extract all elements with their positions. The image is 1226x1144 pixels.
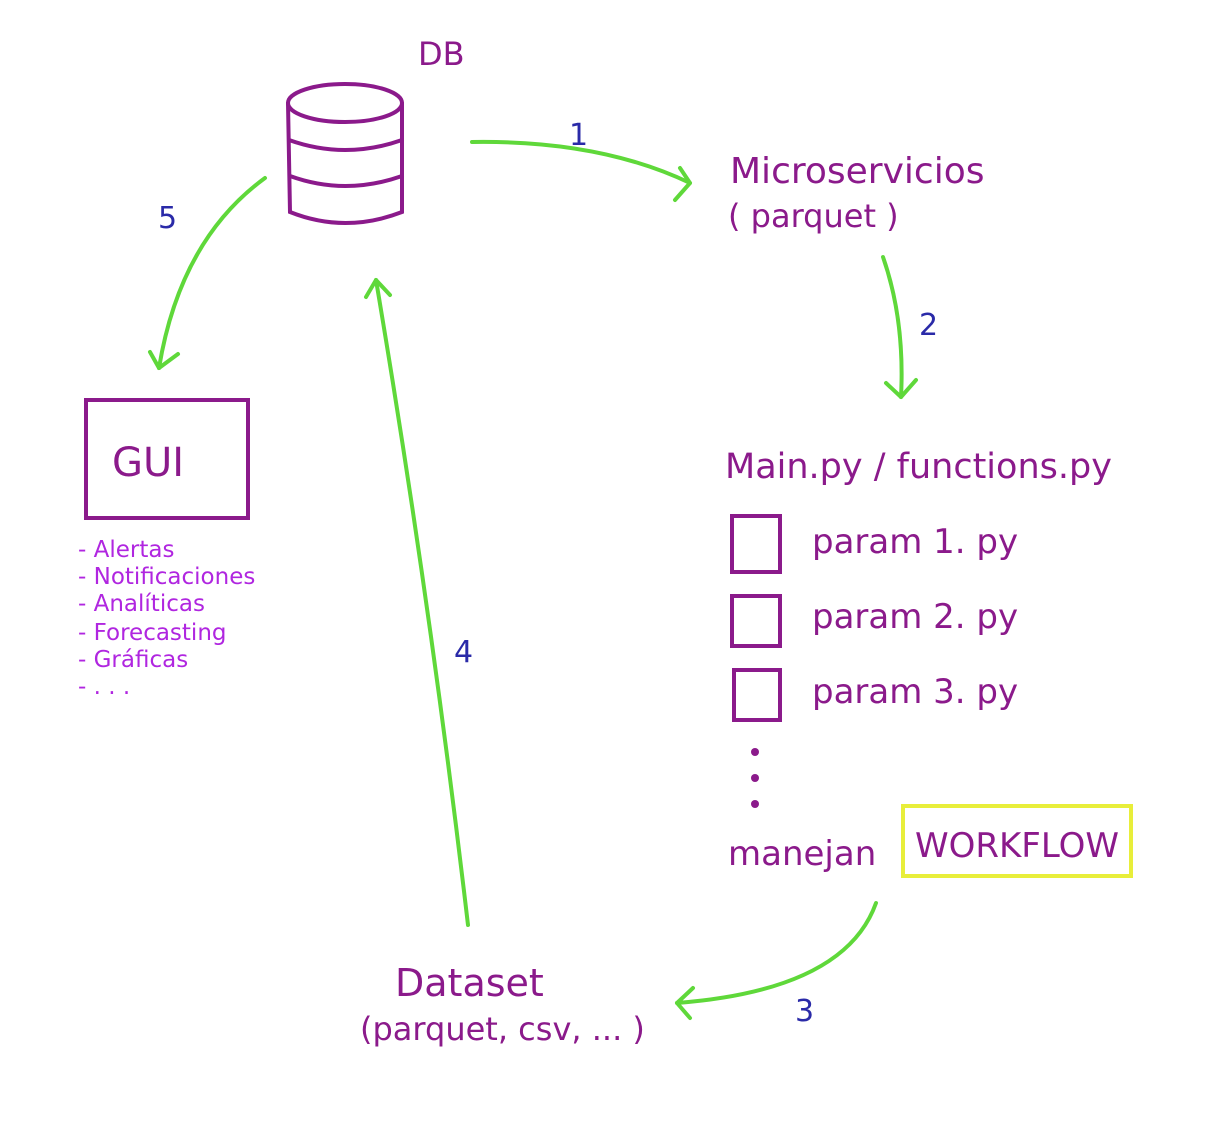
feature-item: - Gráficas xyxy=(78,647,188,673)
main-node: Main.py / functions.py param 1. py param… xyxy=(725,447,1133,878)
step-number-3: 3 xyxy=(795,994,814,1029)
gui-node: GUI - Alertas - Notificaciones - Analíti… xyxy=(78,398,255,700)
ellipsis-dots-icon xyxy=(751,748,759,808)
feature-item: - Analíticas xyxy=(78,591,205,617)
handles-label: manejan xyxy=(728,834,876,874)
db-label: DB xyxy=(418,35,465,73)
arrow-step-2 xyxy=(881,255,918,399)
dataset-node: Dataset (parquet, csv, ... ) xyxy=(360,961,645,1048)
microservicios-subtitle: ( parquet ) xyxy=(728,197,899,235)
database-icon xyxy=(286,82,404,225)
feature-item: - . . . xyxy=(78,674,130,700)
param-row-2: param 2. py xyxy=(730,594,1018,648)
step-number-5: 5 xyxy=(158,201,177,236)
feature-item: - Alertas xyxy=(78,537,174,563)
arrow-step-5 xyxy=(148,176,267,370)
workflow-badge: WORKFLOW xyxy=(901,804,1133,878)
checkbox-icon xyxy=(730,594,782,648)
param-row-3: param 3. py xyxy=(732,668,1018,722)
arrow-step-1 xyxy=(470,139,692,202)
gui-label: GUI xyxy=(112,440,184,486)
workflow-label: WORKFLOW xyxy=(915,826,1119,866)
dataset-title: Dataset xyxy=(395,961,544,1005)
checkbox-icon xyxy=(732,668,782,722)
param-row-1: param 1. py xyxy=(730,514,1018,574)
step-number-2: 2 xyxy=(919,308,938,343)
checkbox-icon xyxy=(730,514,782,574)
param-label: param 2. py xyxy=(812,597,1018,637)
feature-item: - Forecasting xyxy=(78,620,227,646)
main-title: Main.py / functions.py xyxy=(725,447,1112,487)
param-label: param 1. py xyxy=(812,522,1018,562)
workflow-highlight xyxy=(901,804,1133,878)
dataset-subtitle: (parquet, csv, ... ) xyxy=(360,1010,645,1048)
step-number-1: 1 xyxy=(569,118,588,153)
arrow-step-3 xyxy=(675,901,878,1020)
db-node: DB xyxy=(286,35,465,225)
step-number-4: 4 xyxy=(454,635,473,670)
arrow-step-4 xyxy=(364,278,470,927)
gui-box xyxy=(84,398,250,520)
param-label: param 3. py xyxy=(812,672,1018,712)
microservicios-node: Microservicios ( parquet ) xyxy=(728,151,984,235)
gui-feature-list: - Alertas - Notificaciones - Analíticas … xyxy=(78,537,255,700)
microservicios-title: Microservicios xyxy=(730,151,984,192)
feature-item: - Notificaciones xyxy=(78,564,255,590)
